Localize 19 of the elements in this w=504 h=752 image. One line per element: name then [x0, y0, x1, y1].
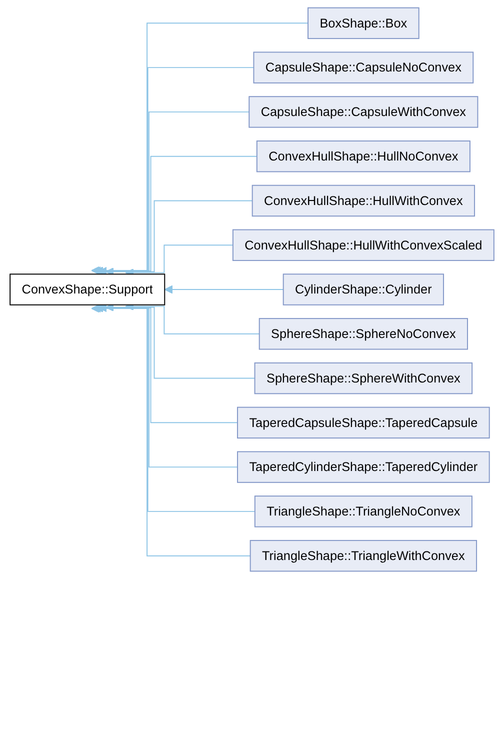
- node-box: ConvexHullShape::HullNoConvex: [256, 140, 470, 172]
- arrow: [164, 285, 284, 294]
- arrow: [105, 303, 256, 379]
- node-box: ConvexHullShape::HullWithConvexScaled: [232, 229, 494, 261]
- node-box: TaperedCapsuleShape::TaperedCapsule: [237, 406, 490, 439]
- node-box: SphereShape::SphereWithConvex: [254, 362, 473, 394]
- node-box: CapsuleShape::CapsuleWithConvex: [248, 96, 478, 128]
- arrow: [91, 304, 251, 556]
- node-box: SphereShape::SphereNoConvex: [258, 318, 468, 350]
- arrow: [91, 22, 308, 275]
- node-box: CapsuleShape::CapsuleNoConvex: [253, 52, 474, 84]
- node-box: CylinderShape::Cylinder: [282, 274, 444, 306]
- node-box: ConvexShape::Support: [10, 274, 166, 306]
- node-box: TriangleShape::TriangleWithConvex: [250, 540, 478, 572]
- node-box: BoxShape::Box: [308, 7, 420, 40]
- node-box: ConvexHullShape::HullWithConvex: [252, 184, 476, 217]
- node-box: TriangleShape::TriangleNoConvex: [254, 496, 472, 528]
- node-box: TaperedCylinderShape::TaperedCylinder: [237, 451, 490, 483]
- arrow: [105, 200, 253, 276]
